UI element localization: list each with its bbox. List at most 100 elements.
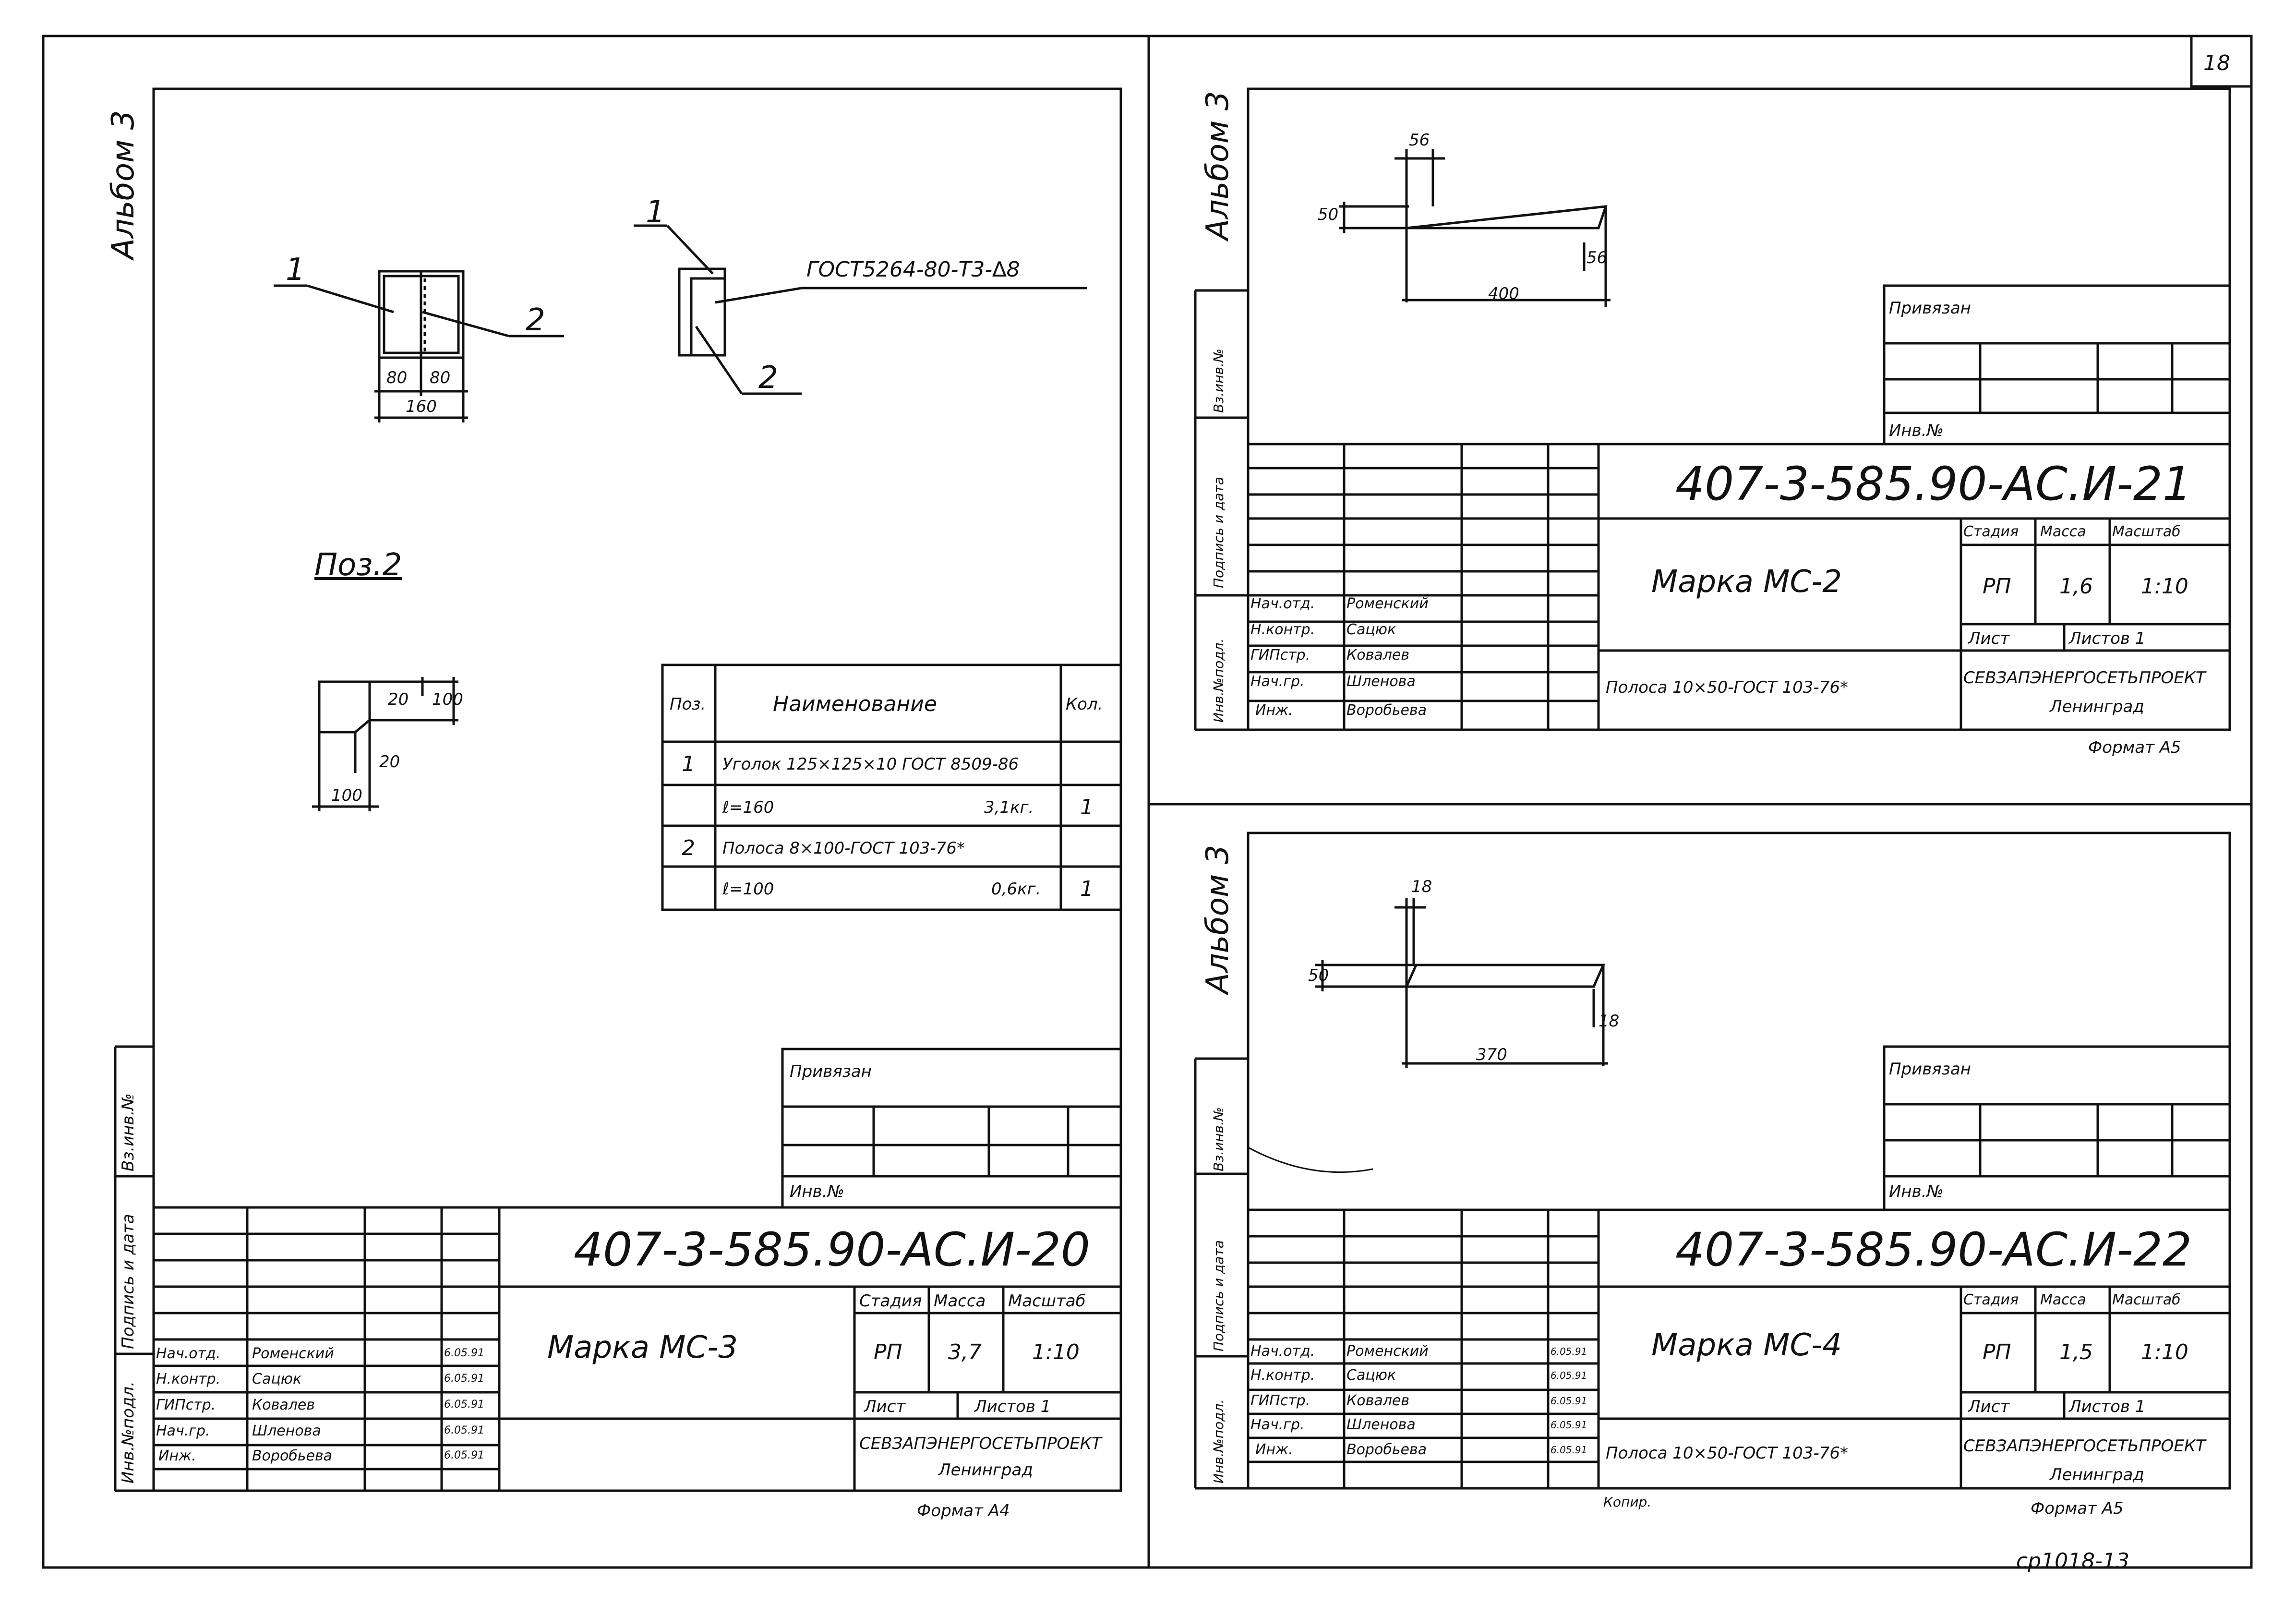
sheet22-name-1: Роменский [1346, 1343, 1429, 1360]
sheet20-date-3: 6.05.91 [444, 1399, 484, 1411]
page-number-box [2190, 35, 2253, 88]
sheet20-pos2-title: Поз.2 [314, 547, 402, 583]
sheet20-v1-pos2: 2 [526, 302, 545, 338]
sheet20-side-sign: Подпись и дата [119, 1214, 138, 1349]
sheet22-date-5: 6.05.91 [1551, 1444, 1587, 1456]
sheet22-title-name: Марка МС-4 [1651, 1327, 1842, 1363]
sheet21-sheet-label: Лист [1968, 629, 2010, 648]
sheet21-name-1: Роменский [1346, 595, 1429, 612]
sheet20-album: Альбом 3 [106, 110, 141, 259]
sheet20-title-name: Марка МС-3 [547, 1330, 738, 1365]
sheet20-title-code: 407-3-585.90-АС.И-20 [574, 1223, 1090, 1277]
sheet22-scale: 1:10 [2141, 1340, 2188, 1364]
sheet20-side-vz: Вз.инв.№ [119, 1093, 138, 1171]
sheet21-dim-right: 56 [1587, 248, 1608, 267]
outer-frame [42, 35, 2253, 1569]
sheet20-frame [114, 87, 1122, 1492]
sheet20-scale-label: Масштаб [1008, 1291, 1086, 1311]
sheet21-role-3: ГИПстр. [1250, 647, 1310, 663]
sheet21-dim-top: 56 [1409, 131, 1430, 150]
spec-row2-mass: 3,1кг. [984, 798, 1034, 817]
sheet22-mass: 1,5 [2059, 1340, 2093, 1364]
sheet21-role-4: Нач.гр. [1250, 673, 1305, 690]
sheet20-sheet-label: Лист [864, 1397, 906, 1416]
sheet20-mass: 3,7 [948, 1340, 982, 1364]
sheet20-v1-dim-b: 80 [430, 368, 451, 387]
sheet22-role-2: Н.контр. [1250, 1367, 1315, 1384]
sheet20-name-1: Роменский [252, 1345, 334, 1362]
sheet20-stage-label: Стадия [859, 1291, 922, 1311]
sheet20-mass-label: Масса [934, 1291, 986, 1311]
sheet22-stage-label: Стадия [1963, 1291, 2019, 1308]
sheet21-frame [1194, 87, 2231, 731]
sheet20-view2 [634, 224, 1087, 395]
sheet20-inv-no: Инв.№ [790, 1182, 844, 1201]
sheet20-pos2-dim100b: 100 [331, 786, 362, 805]
spec-row1-name: Уголок 125×125×10 ГОСТ 8509-86 [722, 755, 1019, 774]
sheet22-dim-top: 18 [1411, 877, 1432, 896]
page-number: 18 [2203, 51, 2230, 75]
sheet21-mass-label: Масса [2040, 523, 2086, 540]
sheet20-role-5: Инж. [158, 1447, 196, 1464]
sheet20-role-4: Нач.гр. [156, 1423, 210, 1439]
sheet20-name-3: Ковалев [252, 1397, 315, 1413]
sheet22-role-5: Инж. [1255, 1441, 1293, 1458]
sheet22-dim-right: 18 [1599, 1012, 1620, 1031]
sheet20-stage: РП [874, 1340, 902, 1364]
sheet22-material: Полоса 10×50-ГОСТ 103-76* [1606, 1444, 1848, 1463]
sheet22-mass-label: Масса [2040, 1291, 2086, 1308]
sheet21-city: Ленинград [2050, 697, 2144, 716]
sheet21-privyazan: Привязан [1889, 299, 1971, 318]
sheet22-side-vz: Вз.инв.№ [1211, 1107, 1226, 1171]
sheet20-name-2: Сацюк [252, 1371, 302, 1387]
sheet21-format: Формат А5 [2088, 738, 2181, 757]
sheet20-date-5: 6.05.91 [444, 1449, 484, 1461]
sheet22-album: Альбом 3 [1200, 844, 1236, 994]
sheet22-copied: Копир. [1603, 1494, 1652, 1510]
spec-row2-name: ℓ=160 [722, 798, 774, 817]
spec-row1-pos: 1 [682, 752, 695, 776]
sheet20-org: СЕВЗАПЭНЕРГОСЕТЬПРОЕКТ [859, 1434, 1102, 1453]
sheet22-title-code: 407-3-585.90-АС.И-22 [1675, 1223, 2192, 1277]
sheet22-role-3: ГИПстр. [1250, 1392, 1310, 1409]
footer-code: cp1018-13 [2016, 1549, 2129, 1573]
sheet22-privyazan: Привязан [1889, 1060, 1971, 1079]
sheet20-pos2-view [312, 677, 458, 811]
sheet22-sheet-label: Лист [1968, 1397, 2010, 1416]
stray-mark [1248, 1146, 1373, 1173]
spec-row2-qty: 1 [1080, 795, 1094, 820]
sheet22-side-inv: Инв.№подл. [1211, 1399, 1226, 1483]
sheet20-weld-note: ГОСТ5264-80-Т3-∆8 [806, 257, 1020, 282]
sheet21-side-vz: Вз.инв.№ [1211, 348, 1226, 413]
sheet21-org: СЕВЗАПЭНЕРГОСЕТЬПРОЕКТ [1963, 668, 2206, 687]
sheet21-mass: 1,6 [2059, 574, 2093, 599]
sheet21-sheets-label: Листов 1 [2069, 629, 2146, 648]
sheet21-role-2: Н.контр. [1250, 621, 1315, 638]
sheet22-name-3: Ковалев [1346, 1392, 1410, 1409]
sheet21-scale-label: Масштаб [2112, 523, 2181, 540]
sheet21-side-sign: Подпись и дата [1211, 477, 1226, 588]
sheet21-role-1: Нач.отд. [1250, 595, 1315, 612]
sheet20-name-4: Шленова [252, 1423, 321, 1439]
sheet20-v1-dim-total: 160 [406, 397, 437, 416]
sheet20-role-1: Нач.отд. [156, 1345, 221, 1362]
sheet20-date-4: 6.05.91 [444, 1424, 484, 1436]
sheet21-title-code: 407-3-585.90-АС.И-21 [1675, 457, 2192, 511]
sheet20-name-5: Воробьева [252, 1447, 333, 1464]
sheet22-scale-label: Масштаб [2112, 1291, 2181, 1308]
sheet21-dim-len: 400 [1488, 284, 1519, 303]
sheet20-privyazan: Привязан [790, 1062, 872, 1081]
sheet22-role-4: Нач.гр. [1250, 1416, 1305, 1433]
spec-row3-pos: 2 [682, 836, 695, 860]
sheet20-v2-pos1: 1 [646, 194, 665, 230]
spec-header-name: Наименование [773, 692, 937, 716]
sheet21-stage: РП [1983, 574, 2011, 599]
sheet22-sheets-label: Листов 1 [2069, 1397, 2146, 1416]
sheet20-pos2-dim20a: 20 [388, 690, 409, 709]
sheet22-role-1: Нач.отд. [1250, 1343, 1315, 1360]
spec-row4-mass: 0,6кг. [991, 880, 1041, 899]
spec-header-qty: Кол. [1066, 695, 1103, 714]
sheet22-name-2: Сацюк [1346, 1367, 1396, 1384]
spec-row3-name: Полоса 8×100-ГОСТ 103-76* [722, 839, 965, 858]
